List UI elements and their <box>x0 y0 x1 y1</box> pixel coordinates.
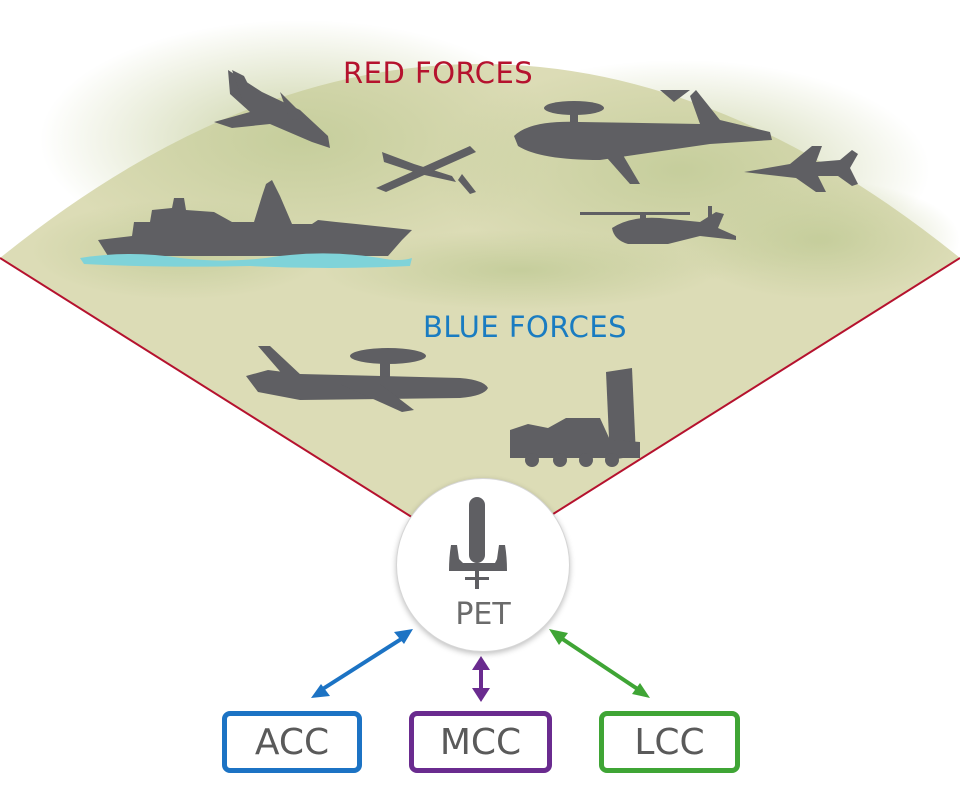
sector-right-edge <box>479 257 960 561</box>
awacs-aircraft-icon <box>246 346 488 412</box>
lcc-link-arrow <box>549 629 650 698</box>
mcc-label: MCC <box>439 721 522 763</box>
pet-label: PET <box>455 597 511 632</box>
acc-box: ACC <box>222 711 362 773</box>
blue-forces-label: BLUE FORCES <box>423 310 628 344</box>
acc-label: ACC <box>254 721 330 763</box>
red-forces-label: RED FORCES <box>343 56 534 90</box>
pet-hub: PET <box>396 478 570 652</box>
sensor-icon <box>449 497 507 589</box>
drone-icon <box>376 146 476 194</box>
sector-terrain-shading <box>30 20 960 310</box>
sea-water <box>80 253 412 268</box>
lcc-label: LCC <box>634 721 705 763</box>
sector-left-edge <box>0 257 481 561</box>
warship-icon <box>98 180 412 256</box>
lcc-box: LCC <box>599 711 740 773</box>
acc-link-arrow <box>311 629 413 698</box>
mcc-box: MCC <box>409 711 552 773</box>
radar-truck-icon <box>510 368 640 467</box>
transport-aircraft-icon <box>514 90 772 184</box>
helicopter-icon <box>580 206 736 244</box>
fighter-jet-icon <box>744 146 858 192</box>
mcc-link-arrow <box>472 656 490 702</box>
fighter-jet-icon <box>214 70 330 148</box>
